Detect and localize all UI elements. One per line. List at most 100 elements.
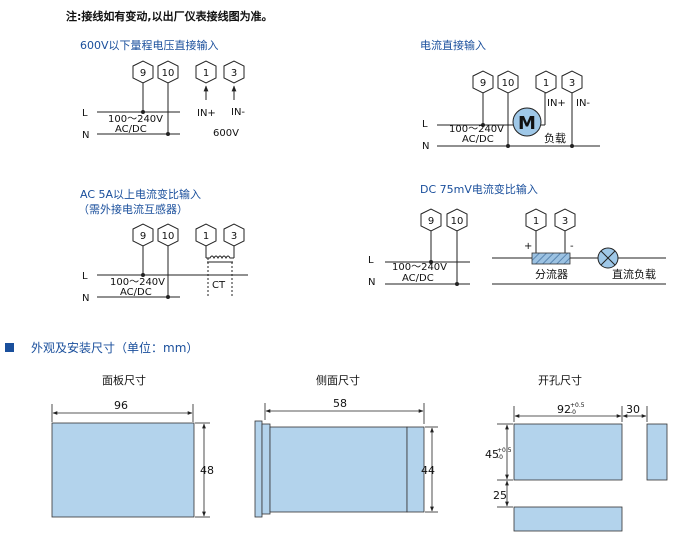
terminal-1: 1 — [535, 70, 557, 94]
svg-text:3: 3 — [231, 231, 237, 242]
cutout-height: 45 — [485, 448, 499, 461]
supply-type: AC/DC — [462, 134, 494, 145]
shunt-label: 分流器 — [535, 267, 568, 281]
terminal-1: 1 — [195, 60, 217, 84]
side-flange — [261, 423, 271, 515]
diagram-dc-shunt-input: DC 75mV电流变比输入 9 10 1 3 L N 100～240V AC/D… — [368, 182, 666, 288]
terminal-3: 3 — [554, 208, 576, 232]
terminal-10: 10 — [446, 208, 468, 232]
cutout-hole-below — [513, 506, 623, 532]
terminal-10: 10 — [497, 70, 519, 94]
meter-symbol: M — [518, 113, 536, 134]
cutout-height-tol-down: -0 — [497, 454, 503, 461]
side-body — [269, 426, 408, 513]
svg-text:1: 1 — [533, 216, 539, 227]
panel-width: 96 — [114, 399, 128, 412]
input-minus: IN- — [576, 98, 590, 109]
svg-text:9: 9 — [428, 216, 434, 227]
supply-voltage: 100～240V — [449, 124, 504, 135]
shunt-icon — [531, 252, 571, 265]
cutout-height-tol-up: +0.5 — [497, 447, 512, 454]
panel-title: 面板尺寸 — [102, 373, 146, 387]
ct-coil-icon — [206, 255, 234, 260]
terminal-9: 9 — [132, 223, 154, 247]
diagram-title: 600V以下量程电压直接输入 — [80, 38, 219, 52]
supply-voltage: 100～240V — [392, 262, 447, 273]
section-bullet-icon — [5, 343, 14, 352]
shunt-minus: - — [570, 241, 574, 252]
side-width: 58 — [333, 397, 347, 410]
line-label-n: N — [422, 141, 429, 152]
terminal-10: 10 — [157, 223, 179, 247]
supply-type: AC/DC — [402, 273, 434, 284]
svg-text:9: 9 — [140, 231, 146, 242]
cutout-width-tol-down: -0 — [570, 409, 576, 416]
svg-text:10: 10 — [451, 216, 464, 227]
terminal-10: 10 — [157, 60, 179, 84]
dc-load-label: 直流负载 — [612, 267, 656, 281]
supply-type: AC/DC — [120, 287, 152, 298]
line-label-n: N — [82, 130, 89, 141]
svg-text:1: 1 — [203, 68, 209, 79]
panel-face — [51, 422, 195, 518]
input-minus: IN- — [231, 107, 245, 118]
line-label-l: L — [422, 119, 428, 130]
side-title: 侧面尺寸 — [316, 373, 360, 387]
input-plus: IN+ — [197, 108, 216, 119]
side-dimension: 侧面尺寸 58 44 — [254, 373, 438, 518]
svg-text:3: 3 — [231, 68, 237, 79]
diagram-title-2: （需外接电流互感器） — [78, 202, 188, 216]
line-label-l: L — [368, 255, 374, 266]
svg-text:10: 10 — [162, 231, 175, 242]
cutout-title: 开孔尺寸 — [538, 373, 582, 387]
svg-text:9: 9 — [480, 78, 486, 89]
input-plus: IN+ — [547, 98, 566, 109]
ammeter-icon — [512, 107, 542, 137]
cutout-dimension: 开孔尺寸 92 +0.5 -0 30 45 +0.5 -0 25 — [485, 373, 668, 532]
diagram-title: DC 75mV电流变比输入 — [420, 182, 538, 196]
diagram-title-1: AC 5A以上电流变比输入 — [80, 187, 201, 201]
line-label-n: N — [82, 293, 89, 304]
section-title: 外观及安装尺寸（单位：mm） — [31, 340, 198, 355]
shunt-plus: + — [524, 241, 532, 252]
max-voltage: 600V — [213, 128, 239, 139]
svg-text:1: 1 — [203, 231, 209, 242]
terminal-9: 9 — [472, 70, 494, 94]
cutout-width-tol-up: +0.5 — [570, 402, 585, 409]
terminal-1: 1 — [195, 223, 217, 247]
load-label: 负载 — [544, 131, 566, 145]
wiring-note: 注:接线如有变动,以出厂仪表接线图为准。 — [66, 9, 273, 23]
panel-dimension: 面板尺寸 96 48 — [51, 373, 214, 518]
supply-voltage: 100～240V — [108, 114, 163, 125]
line-label-n: N — [368, 277, 375, 288]
diagram-title: 电流直接输入 — [420, 38, 486, 52]
svg-text:9: 9 — [140, 68, 146, 79]
terminal-3: 3 — [223, 223, 245, 247]
terminal-3: 3 — [223, 60, 245, 84]
side-rear-terminal — [406, 426, 425, 513]
diagram-current-direct: 电流直接输入 9 10 1 3 M L N — [420, 38, 600, 152]
line-label-l: L — [82, 108, 88, 119]
diagram-voltage-direct: 600V以下量程电压直接输入 9 10 1 3 L N 100～240V AC/… — [80, 38, 245, 141]
svg-text:3: 3 — [562, 216, 568, 227]
cutout-gap-vertical: 25 — [493, 489, 507, 502]
svg-text:3: 3 — [569, 78, 575, 89]
cutout-hole-main — [513, 423, 623, 481]
terminal-1: 1 — [525, 208, 547, 232]
cutout-gap-horizontal: 30 — [626, 403, 640, 416]
terminal-9: 9 — [420, 208, 442, 232]
supply-voltage: 100～240V — [110, 277, 165, 288]
terminal-3: 3 — [561, 70, 583, 94]
svg-text:1: 1 — [543, 78, 549, 89]
cutout-hole-right — [646, 423, 668, 481]
side-height: 44 — [421, 464, 435, 477]
supply-type: AC/DC — [115, 124, 147, 135]
cutout-width: 92 — [557, 403, 571, 416]
panel-height: 48 — [200, 464, 214, 477]
terminal-9: 9 — [132, 60, 154, 84]
ct-label: CT — [212, 280, 226, 291]
line-label-l: L — [82, 271, 88, 282]
diagram-ac-ct-input: AC 5A以上电流变比输入 （需外接电流互感器） 9 10 1 3 L — [78, 187, 248, 304]
svg-text:10: 10 — [502, 78, 515, 89]
